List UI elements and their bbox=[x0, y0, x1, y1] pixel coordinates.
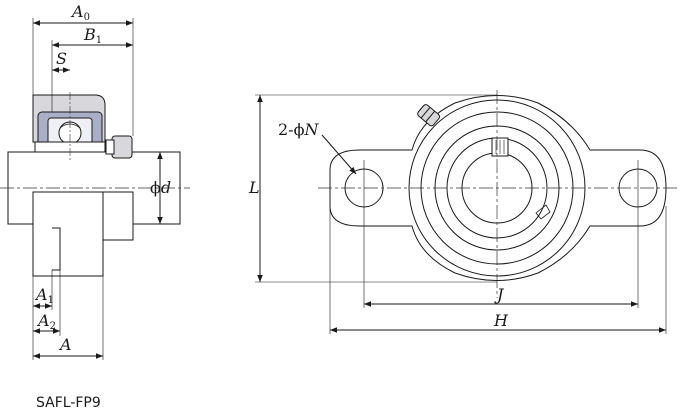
label-a: A bbox=[58, 335, 72, 354]
model-caption: SAFL-FP9 bbox=[36, 395, 101, 411]
label-a0: A0 bbox=[70, 2, 90, 23]
label-a2: A2 bbox=[36, 311, 56, 332]
label-b1: B1 bbox=[83, 25, 102, 46]
label-l: L bbox=[248, 178, 260, 197]
label-n: 2-ϕN bbox=[278, 120, 320, 139]
leader-n bbox=[321, 134, 357, 175]
label-s: S bbox=[56, 49, 67, 68]
flange-lower bbox=[32, 191, 104, 277]
bolt-slot bbox=[52, 227, 61, 271]
label-h: H bbox=[493, 311, 509, 330]
label-j: J bbox=[494, 285, 505, 304]
lock-mark bbox=[535, 204, 551, 220]
label-a1: A1 bbox=[34, 285, 54, 306]
front-view bbox=[255, 90, 678, 334]
boss bbox=[102, 191, 134, 241]
front-grease-nipple bbox=[417, 104, 441, 127]
side-view bbox=[0, 18, 190, 360]
label-d: ϕd bbox=[150, 178, 171, 197]
grease-nipple bbox=[111, 135, 133, 159]
